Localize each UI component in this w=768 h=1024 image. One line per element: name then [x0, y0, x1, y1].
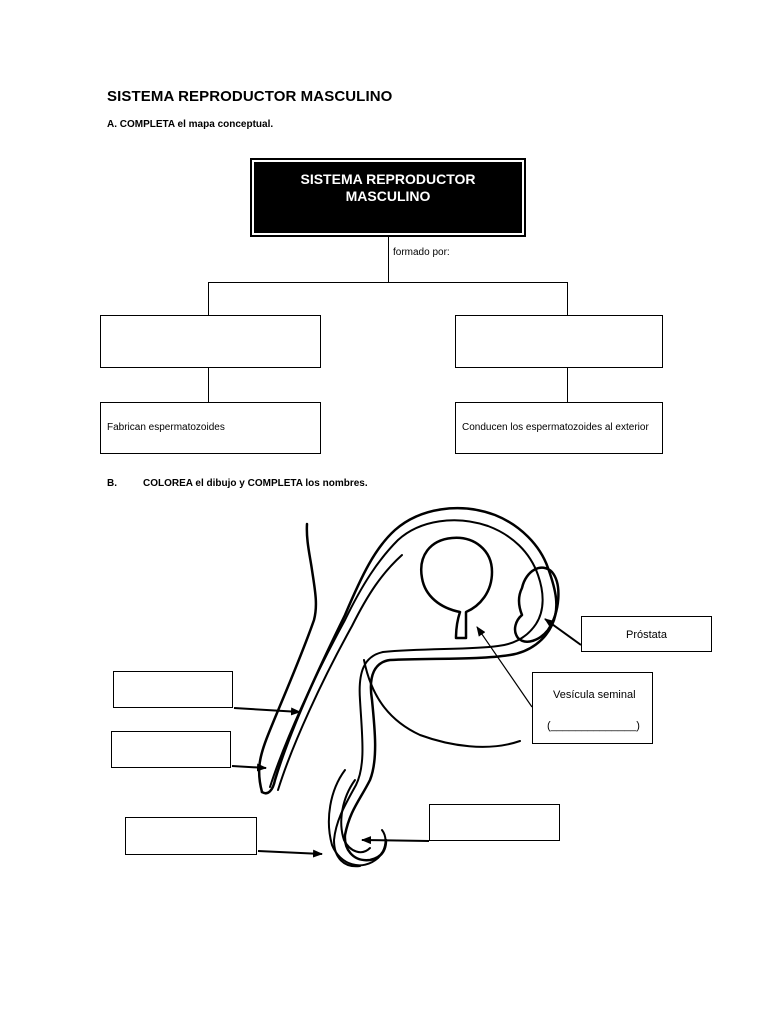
- right-answer-box[interactable]: [455, 315, 663, 368]
- arrow-testicle: [361, 836, 430, 845]
- label-box-penis[interactable]: [113, 671, 233, 708]
- prostate: [513, 566, 560, 643]
- label-box-prostata: Próstata: [581, 616, 712, 652]
- arrow-penis: [233, 707, 301, 716]
- section-a-instruction: A. COMPLETA el mapa conceptual.: [107, 119, 274, 130]
- connector-right-mid: [567, 368, 568, 402]
- testicle-loop: [327, 769, 387, 867]
- connector-vertical-root: [388, 237, 389, 282]
- connector-label: formado por:: [393, 247, 450, 258]
- concept-map-root: SISTEMA REPRODUCTOR MASCULINO: [250, 158, 526, 237]
- prostata-label: Próstata: [626, 629, 667, 641]
- label-box-glans[interactable]: [111, 731, 231, 768]
- body-outline: [257, 522, 318, 794]
- connector-left-down: [208, 282, 209, 315]
- connector-left-mid: [208, 368, 209, 402]
- root-line-1: SISTEMA REPRODUCTOR: [300, 171, 476, 187]
- label-box-vesicula: Vesícula seminal (______________): [532, 672, 653, 744]
- urethra: [269, 519, 544, 868]
- section-b-instruction: COLOREA el dibujo y COMPLETA los nombres…: [143, 478, 368, 489]
- section-b-letter: B.: [107, 478, 117, 489]
- concept-map-root-label: SISTEMA REPRODUCTOR MASCULINO: [254, 162, 522, 233]
- vesicula-label: Vesícula seminal: [553, 689, 636, 701]
- left-answer-box[interactable]: [100, 315, 321, 368]
- label-box-scrotum[interactable]: [125, 817, 257, 855]
- arrow-glans: [231, 763, 267, 772]
- abdomen-line: [363, 659, 521, 748]
- arrow-prostate: [544, 618, 582, 646]
- left-description-box: Fabrican espermatozoides: [100, 402, 321, 454]
- testicle-inner: [340, 779, 371, 854]
- right-description-text: Conducen los espermatozoides al exterior: [462, 422, 649, 433]
- root-line-2: MASCULINO: [345, 188, 431, 204]
- connector-right-down: [567, 282, 568, 315]
- vesicula-blank[interactable]: (______________): [547, 720, 640, 732]
- connector-horizontal: [208, 282, 568, 283]
- seminal-vesicle: [420, 536, 494, 640]
- arrow-scrotum: [257, 849, 323, 858]
- penis-inner: [277, 554, 403, 791]
- right-description-box: Conducen los espermatozoides al exterior: [455, 402, 663, 454]
- arrow-vesicle: [476, 626, 533, 708]
- page-title: SISTEMA REPRODUCTOR MASCULINO: [107, 88, 393, 105]
- label-box-testicle[interactable]: [429, 804, 560, 841]
- left-description-text: Fabrican espermatozoides: [107, 422, 225, 433]
